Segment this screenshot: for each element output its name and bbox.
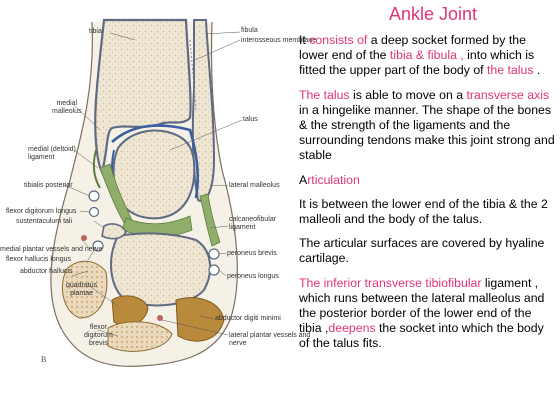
p1-text-e: into which is fitted the upper part of t… <box>299 48 535 78</box>
label-talus: talus <box>243 116 258 123</box>
tibialis-posterior-tendon <box>88 190 100 202</box>
p6-text-d: the socket into which the body of the ta… <box>299 321 544 351</box>
label-medial-plantar: medial plantar vessels and nerve <box>0 246 103 253</box>
label-medial-ligament: medial (deltoid) ligament <box>28 146 76 161</box>
talus-bone <box>112 129 196 220</box>
calcaneofibular-ligament <box>199 193 221 247</box>
p1-text-c: a deep socket formed by the lower end of… <box>299 33 526 63</box>
paragraph-tibiofibular-ligament: The inferior transverse tibiofibular lig… <box>299 276 557 352</box>
label-fhl: flexor hallucis longus <box>6 256 71 263</box>
p2-highlight-talus: The talus <box>299 87 350 102</box>
label-abductor-hallucis: abductor hallucis <box>20 268 73 275</box>
label-calcaneofibular: calcaneofibular ligament <box>229 216 277 231</box>
p3-highlight-rticulation: rticulation <box>307 172 360 187</box>
label-quadratus-plantae: quadratus plantae <box>66 282 98 297</box>
p1-highlight-tibia-fibula: tibia & fibula , <box>389 48 464 63</box>
leader-lines <box>63 31 243 337</box>
p1-text-g: . <box>533 63 541 78</box>
p1-text-a: It <box>299 33 310 47</box>
p2-text-b: is able to move on a <box>349 87 467 102</box>
label-peroneus-longus: peroneus longus <box>227 273 279 280</box>
p6-highlight-deepens: deepens <box>328 321 376 336</box>
p6-highlight-ligament: The inferior transverse tibiofibular <box>299 275 482 290</box>
label-lateral-plantar: lateral plantar vessels and nerve <box>229 332 311 347</box>
slide-title: Ankle Joint <box>388 4 478 24</box>
paragraph-consists: It consists of a deep socket formed by t… <box>299 33 557 79</box>
label-interosseous-membrane: interosseous membrane <box>241 37 317 44</box>
figure-letter: B <box>41 355 47 364</box>
label-peroneus-brevis: peroneus brevis <box>227 250 277 257</box>
paragraph-articular-surfaces: The articular surfaces are covered by hy… <box>299 236 545 266</box>
abductor-digiti-minimi-muscle <box>175 297 225 342</box>
paragraph-talus-movement: The talus is able to move on a transvers… <box>299 88 557 164</box>
p3-letter-a: A <box>299 172 308 187</box>
articular-cartilage <box>111 124 199 199</box>
tibia-bone <box>94 18 192 176</box>
label-fdb: flexor digitorum brevis <box>84 324 113 347</box>
peroneus-brevis-tendon <box>208 248 220 260</box>
p2-text-d: in a hingelike manner. The shape of the … <box>299 102 555 163</box>
label-lateral-malleolus: lateral malleolus <box>229 182 280 189</box>
label-abductor-digiti-minimi: abductor digiti minimi <box>215 315 281 322</box>
ankle-illustration <box>50 18 243 367</box>
label-fibula: fibula <box>241 27 258 34</box>
paragraph-articulation-between: It is between the lower end of the tibia… <box>299 196 548 227</box>
sustentaculum-tali <box>101 223 127 240</box>
fdb-muscle <box>107 321 173 352</box>
fhl-tendon <box>92 240 104 252</box>
label-fdl: flexor digitorum longus <box>6 208 77 215</box>
label-medial-malleolus: medial malleolus <box>52 100 82 115</box>
label-tibia: tibia <box>89 28 102 35</box>
p6-text-b: ligament , which runs between the latera… <box>299 275 545 336</box>
slide-text-column: Ankle Joint It consists of a deep socket… <box>299 4 557 361</box>
label-tibialis-posterior: tibialis posterior <box>24 182 73 189</box>
calcaneus-bone <box>110 232 212 307</box>
med-plantar-vessels <box>81 235 87 241</box>
label-sustentaculum: sustentaculum tali <box>16 218 73 225</box>
fdl-tendon <box>88 206 100 218</box>
p2-highlight-transverse-axis: transverse axis <box>466 87 550 102</box>
p1-highlight-consists: consists of <box>309 33 368 47</box>
ankle-cross-section-figure: tibia fibula interosseous membrane media… <box>0 18 316 367</box>
peroneus-longus-tendon <box>208 264 220 276</box>
paragraph-articulation-heading: Articulation <box>299 173 557 188</box>
p1-highlight-talus: the talus <box>487 63 534 78</box>
